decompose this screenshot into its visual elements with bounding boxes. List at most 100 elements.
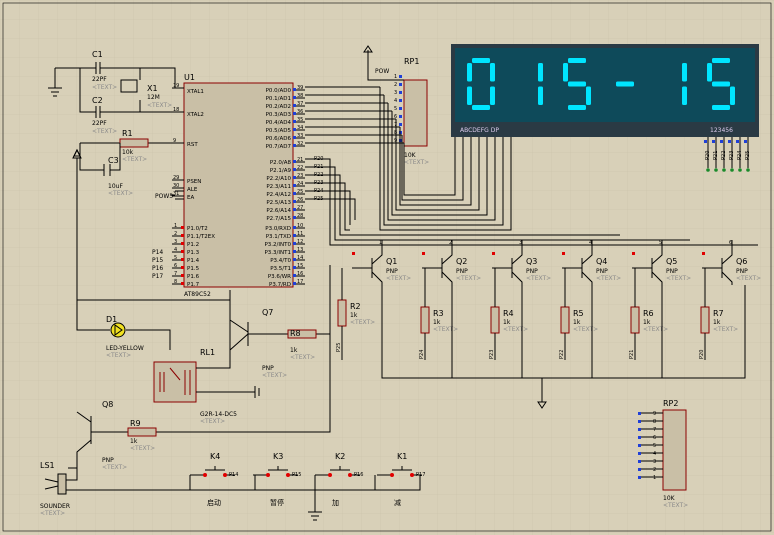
u1-port-pin: P3.5/T1 [270,266,291,272]
u1-pin-number: 7 [174,271,177,277]
display-digit-5 [682,63,687,105]
transistor-q8[interactable]: Q8 PNP <TEXT> R9 1k <TEXT> [68,275,331,471]
transistor-text: <TEXT> [386,275,411,282]
q7-type: PNP [262,365,274,372]
reset-section[interactable]: R1 10k <TEXT> C3 10uF <TEXT> POW3 [72,129,184,200]
led-d1[interactable]: D1 LED-YELLOW <TEXT> [77,315,171,359]
resistor-value: 1k [350,312,358,319]
u1-port-pin: P0.2/AD2 [266,104,291,110]
u1-pin-number: 17 [297,279,303,285]
rp2-pin-number: 9 [653,411,656,417]
u1-pin-number: 37 [297,101,303,107]
key-net: P16 [354,472,363,478]
u1-pin-number: 13 [297,247,303,253]
u1-pin-number: 27 [297,205,303,211]
u1-port-pin: P1.6 [187,274,200,280]
display-digit-6 [707,58,735,110]
transistor-text: <TEXT> [526,275,551,282]
c2-value: 22PF [92,120,107,127]
transistor-pin: 2 [449,240,452,246]
segment-b [490,63,495,82]
resistor-label: R4 [503,309,514,318]
u1-port-pin: P0.6/AD6 [266,136,292,142]
power-symbols [73,45,373,157]
rl1-text: <TEXT> [200,418,225,425]
x1-text: <TEXT> [147,102,172,109]
transistor-pin: 1 [379,240,382,246]
resistor-net: P21 [629,350,635,359]
relay-rl1[interactable]: RL1 G2R-14-DC5 <TEXT> [153,300,260,425]
u1-port-pin: P0.4/AD4 [266,120,292,126]
u1-pin-number: 23 [297,173,303,179]
xtal2-pin: XTAL2 [187,112,204,118]
u1-port-pin: P0.3/AD3 [266,112,292,118]
u1-port-pin: P2.1/A9 [270,168,292,174]
transistor-type: PNP [386,268,398,275]
rp1-text: <TEXT> [404,159,429,166]
u1-pin-number: 32 [297,141,303,147]
resistor-label: R2 [350,302,361,311]
u1-pin-number: 1 [174,223,177,229]
ls1-text: <TEXT> [40,510,65,517]
u1-port-pin: P1.5 [187,266,200,272]
microcontroller-u1[interactable]: U1 AT89C52 XTAL1 XTAL2 RST PSEN ALE EA 1… [172,73,323,298]
transistor-q7[interactable]: Q7 PNP <TEXT> R8 1k <TEXT> [229,265,331,379]
resistor-text: <TEXT> [503,326,528,333]
u1-pin-number: 4 [174,247,177,253]
seven-segment-display[interactable]: ABCDEFG DP 123456 [451,44,759,137]
transistor-pin: 3 [519,240,522,246]
d1-text: <TEXT> [106,352,131,359]
common-pin-label: 123456 [710,127,733,134]
u1-port-pin: P2.0/A8 [270,160,292,166]
com-net-label: P24 [737,151,743,160]
transistor-label: Q2 [456,257,467,266]
psen-pin: PSEN [187,179,201,185]
r8-label: R8 [290,329,301,338]
xtal1-pin: XTAL1 [187,89,204,95]
resistor-text: <TEXT> [713,326,738,333]
sounder-ls1[interactable]: LS1 SOUNDER <TEXT> [40,461,190,517]
oscillator-section[interactable]: C1 22PF <TEXT> C2 22PF <TEXT> X1 12M <TE… [48,50,184,135]
u1-pin-number: 16 [297,271,303,277]
transistor-label: Q1 [386,257,397,266]
relay-value: G2R-14-DC5 [200,411,237,418]
segment-b [682,63,687,82]
resistor-net: P20 [699,350,705,359]
transistor-type: PNP [736,268,748,275]
rp1-pin-number: 6 [394,114,397,120]
u1-pin-number: 35 [297,117,303,123]
u1-pin-number: 21 [297,157,303,163]
transistor-text: <TEXT> [596,275,621,282]
resistor-net: P25 [336,343,342,352]
r1-text: <TEXT> [122,156,147,163]
segment-g [616,81,634,87]
resistor-label: R5 [573,309,584,318]
u1-port-pin: P3.1/TXD [266,234,291,240]
digit-driver-transistors[interactable]: Q1PNP<TEXT>1R21k<TEXT>P25Q2PNP<TEXT>2R31… [336,240,761,360]
segment-a [472,58,490,63]
u1-pin-number: 11 [297,231,303,237]
c1-value: 22PF [92,76,107,83]
d1-label: D1 [106,315,117,324]
rp2-text: <TEXT> [663,502,688,509]
svg-text:P17: P17 [152,273,163,280]
com-net-label: P20 [705,151,711,160]
com-net-label: P23 [729,151,735,160]
segment-g [712,81,730,87]
segment-c [538,86,543,105]
rp2-pin-number: 5 [653,443,656,449]
